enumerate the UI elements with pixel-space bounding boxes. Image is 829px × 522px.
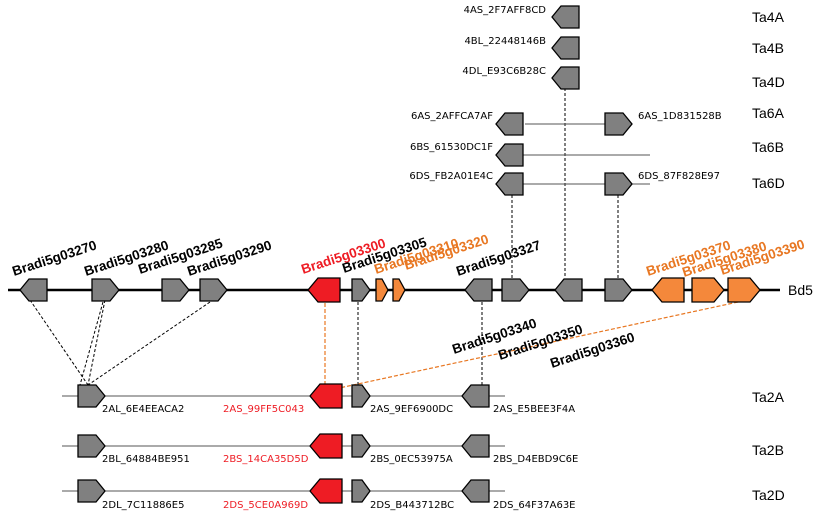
gene-ta2b-arrow-1: [77, 434, 106, 458]
ta4d-row: 4DL_E93C6B28C Ta4D: [462, 66, 784, 90]
ta6d-row: 6DS_FB2A01E4C 6DS_87F828E97 Ta6D: [409, 171, 785, 196]
gene-ta2a-arrow-1: [77, 384, 106, 408]
gene-ta4d-arrow: [551, 66, 580, 90]
gene-bradi5g03310-arrow: [375, 278, 389, 302]
gene-label: 2BS_0EC53975A: [370, 454, 453, 465]
gene-ta6d-arrow-1: [495, 172, 524, 196]
gene-label: 2AS_99FF5C043: [223, 404, 304, 415]
ta2d-row: 2DL_7C11886E5 2DS_5CE0A969D 2DS_B443712B…: [62, 478, 785, 511]
ta2b-row: 2BL_64884BE951 2BS_14CA35D5D 2BS_0EC5397…: [62, 433, 784, 465]
gene-bradi5g03280-arrow: [91, 278, 120, 302]
gene-label: 2DL_7C11886E5: [102, 500, 184, 511]
gene-label: 2AS_9EF6900DC: [370, 404, 453, 415]
gene-label: 2BL_64884BE951: [102, 454, 190, 465]
gene-label: 4DL_E93C6B28C: [462, 66, 546, 77]
gene-ta2a-arrow-2: [309, 383, 343, 409]
ta6a-row: 6AS_2AFFCA7AF 6AS_1D831528B Ta6A: [411, 105, 785, 136]
gene-bradi5g03350-arrow: [554, 278, 583, 302]
bd5-row: Bd5 Bradi5g03270 Bradi5g03280 Bradi5g032…: [8, 231, 813, 371]
gene-bradi5g03305-arrow: [351, 278, 371, 302]
gene-bradi5g03320-arrow: [392, 278, 406, 302]
gene-label: 4AS_2F7AFF8CD: [464, 5, 547, 16]
chromosome-label: Ta6A: [752, 105, 785, 121]
gene-bradi5g03300-arrow: [307, 277, 341, 303]
gene-ta4b-arrow: [551, 36, 580, 60]
gene-bradi5g03370-arrow: [651, 277, 685, 303]
gene-ta4a-arrow: [551, 5, 580, 29]
gene-label: 2DS_64F37A63E: [493, 500, 576, 511]
gene-label: 2BS_D4EBD9C6E: [493, 454, 578, 465]
gene-bradi5g03390-arrow: [727, 277, 761, 303]
chromosome-label: Ta2B: [752, 442, 784, 458]
ta4a-row: 4AS_2F7AFF8CD Ta4A: [464, 5, 785, 29]
chromosome-label: Ta6D: [752, 175, 785, 191]
gene-ta6a-arrow-2: [604, 112, 633, 136]
gene-bradi5g03360-arrow: [604, 278, 633, 302]
gene-label: 6DS_FB2A01E4C: [409, 171, 493, 182]
gene-ta2d-arrow-3: [351, 479, 371, 503]
gene-label: 6DS_87F828E97: [638, 171, 720, 182]
gene-bradi5g03270-arrow: [19, 278, 48, 302]
gene-ta2b-arrow-3: [351, 434, 371, 458]
ta4b-row: 4BL_22448146B Ta4B: [464, 36, 784, 60]
gene-bradi5g03380-arrow: [691, 277, 725, 303]
ta2a-row: 2AL_6E4EEACA2 2AS_99FF5C043 2AS_9EF6900D…: [62, 383, 785, 415]
gene-label: 2DS_B443712BC: [370, 500, 454, 511]
gene-label: 2AS_E5BEE3F4A: [493, 404, 575, 415]
gene-ta2a-arrow-3: [351, 384, 371, 408]
gene-ta2d-arrow-4: [461, 479, 490, 503]
gene-label: 6BS_61530DC1F: [410, 142, 493, 153]
gene-label: 2AL_6E4EEACA2: [102, 404, 184, 415]
gene-label: 2DS_5CE0A969D: [223, 500, 308, 511]
chromosome-label: Ta4D: [752, 74, 785, 90]
chromosome-label: Ta4B: [752, 40, 784, 56]
gene-ta6d-arrow-2: [604, 172, 633, 196]
chromosome-label: Ta4A: [752, 9, 785, 25]
gene-ta6a-arrow-1: [495, 112, 524, 136]
gene-bradi5g03327-arrow: [464, 278, 493, 302]
ta6b-row: 6BS_61530DC1F Ta6B: [410, 139, 784, 167]
gene-label: 6AS_1D831528B: [638, 111, 722, 122]
gene-ta2b-arrow-4: [461, 434, 490, 458]
chromosome-label: Ta2D: [752, 487, 785, 503]
chromosome-label: Ta6B: [752, 139, 784, 155]
gene-ta2a-arrow-4: [461, 384, 490, 408]
gene-label: 4BL_22448146B: [464, 36, 546, 47]
chromosome-label: Bd5: [788, 282, 813, 298]
gene-ta2b-arrow-2: [309, 433, 343, 459]
synteny-links: [29, 88, 739, 391]
gene-ta2d-arrow-1: [77, 479, 106, 503]
gene-bradi5g03340-arrow: [501, 278, 530, 302]
gene-ta2d-arrow-2: [309, 478, 343, 504]
gene-bradi5g03290-arrow: [199, 278, 228, 302]
gene-ta6b-arrow: [495, 143, 524, 167]
gene-label: 2BS_14CA35D5D: [223, 454, 309, 465]
gene-label: 6AS_2AFFCA7AF: [411, 111, 493, 122]
chromosome-label: Ta2A: [752, 389, 785, 405]
gene-bradi5g03285-arrow: [161, 278, 190, 302]
